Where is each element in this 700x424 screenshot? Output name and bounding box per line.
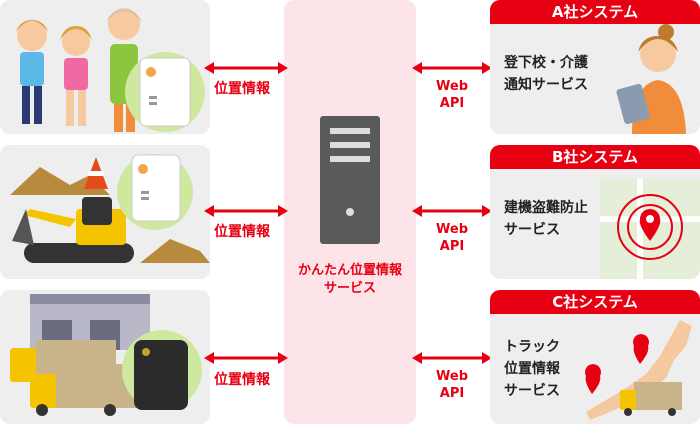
system-c-panel: C社システム トラック 位置情報 サービス — [490, 290, 700, 424]
center-service-panel — [284, 0, 416, 424]
arrow-1-left — [204, 62, 288, 74]
server-icon — [320, 116, 380, 244]
arrow-3-right — [412, 352, 492, 364]
api-label-3: Web API — [436, 369, 468, 401]
japan-map-illustration — [585, 320, 692, 420]
location-label-2: 位置情報 — [214, 224, 270, 240]
panel-construction — [0, 145, 210, 279]
center-service-label: かんたん位置情報 サービス — [297, 263, 402, 296]
location-label-3: 位置情報 — [214, 372, 270, 388]
arrow-2-right — [412, 205, 492, 217]
arrow-1-right — [412, 62, 492, 74]
system-c-title: C社システム — [490, 290, 700, 314]
system-b-title: B社システム — [490, 145, 700, 169]
system-b-panel: B社システム 建機盗難防止 サービス — [490, 145, 700, 279]
panel-trucks — [0, 290, 210, 424]
map-pin-illustration — [600, 179, 700, 279]
system-b-service: 建機盗難防止 サービス — [504, 200, 588, 238]
panel-people — [0, 0, 210, 134]
system-a-service: 登下校・介護 通知サービス — [504, 55, 588, 93]
system-a-title: A社システム — [490, 0, 700, 24]
system-a-panel: A社システム 登下校・介護 通知サービス — [490, 0, 700, 134]
truck-illustration — [10, 294, 202, 416]
system-c-service: トラック 位置情報 サービス — [504, 339, 560, 399]
api-label-2: Web API — [436, 222, 468, 254]
location-label-1: 位置情報 — [214, 81, 270, 97]
people-illustration — [16, 8, 205, 132]
arrow-2-left — [204, 205, 288, 217]
operator-illustration — [616, 24, 686, 134]
arrow-3-left — [204, 352, 288, 364]
api-label-1: Web API — [436, 79, 468, 111]
excavator-illustration — [10, 154, 210, 263]
